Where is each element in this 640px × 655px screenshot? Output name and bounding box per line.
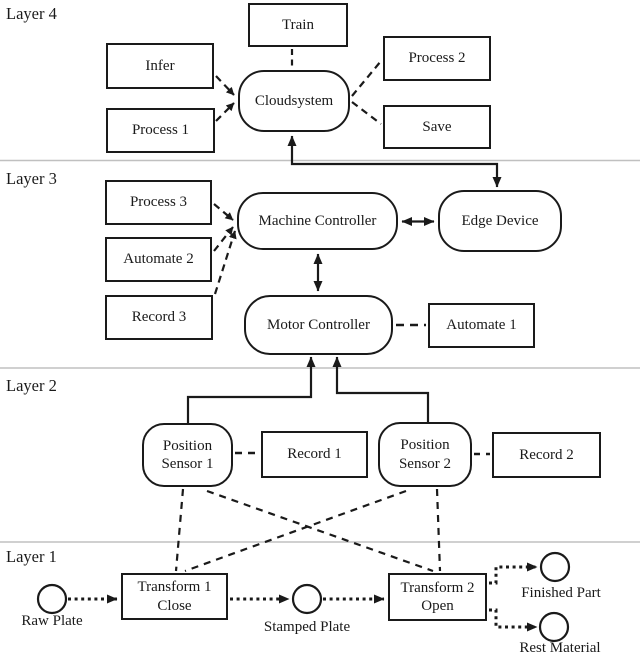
layer3-label: Layer 3 xyxy=(6,169,57,188)
edge-positionsensor1-transform1 xyxy=(174,488,185,572)
transform2-line1: Transform 2 xyxy=(400,579,475,596)
edge-record3-machinecontroller xyxy=(213,230,237,295)
transform1-line1: Transform 1 xyxy=(137,579,212,596)
node-edge-device: Edge Device xyxy=(438,190,562,252)
node-process3: Process 3 xyxy=(105,180,212,225)
node-process2: Process 2 xyxy=(383,36,491,81)
edge-cloudsystem-edgedevice xyxy=(287,135,502,188)
finished-part-circle xyxy=(539,551,571,583)
edge-positionsensor2-transform1 xyxy=(184,489,407,573)
edge-positionsensor1-motorcontroller xyxy=(186,356,316,423)
node-position-sensor1: Position Sensor 1 xyxy=(142,423,233,487)
node-machine-controller: Machine Controller xyxy=(237,192,398,250)
node-record1: Record 1 xyxy=(261,431,368,478)
node-transform2: Transform 2 Open xyxy=(388,573,487,621)
node-automate2: Automate 2 xyxy=(105,237,212,282)
node-infer: Infer xyxy=(106,43,214,89)
edge-process3-machinecontroller xyxy=(213,203,234,221)
layer4-label: Layer 4 xyxy=(6,4,57,23)
edge-transform2-restmaterial xyxy=(489,608,538,632)
position-sensor1-line2: Sensor 1 xyxy=(161,456,214,472)
edge-cloudsystem-process2 xyxy=(351,60,382,97)
node-transform1: Transform 1 Close xyxy=(121,573,228,620)
node-train: Train xyxy=(248,3,348,47)
edge-positionsensor2-transform2 xyxy=(435,488,442,572)
stamped-plate-label: Stamped Plate xyxy=(263,619,351,635)
rest-material-label: Rest Material xyxy=(519,640,601,655)
finished-part-label: Finished Part xyxy=(521,585,601,601)
node-record2: Record 2 xyxy=(492,432,601,478)
edge-transform2-finishedpart xyxy=(489,562,538,585)
raw-plate-circle xyxy=(36,583,68,615)
node-motor-controller: Motor Controller xyxy=(244,295,393,355)
position-sensor1-line1: Position xyxy=(162,437,213,454)
stamped-plate-circle xyxy=(291,583,323,615)
transform2-line2: Open xyxy=(421,598,454,614)
raw-plate-label: Raw Plate xyxy=(21,613,83,629)
edge-process1-cloudsystem xyxy=(215,102,235,122)
rest-material-circle xyxy=(538,611,570,643)
node-cloudsystem: Cloudsystem xyxy=(238,70,350,132)
node-position-sensor2: Position Sensor 2 xyxy=(378,422,472,487)
node-process1: Process 1 xyxy=(106,108,215,153)
layer2-label: Layer 2 xyxy=(6,376,57,395)
edge-positionsensor2-motorcontroller xyxy=(332,356,430,422)
layer1-label: Layer 1 xyxy=(6,547,57,566)
edge-cloudsystem-save xyxy=(351,101,382,125)
position-sensor2-line2: Sensor 2 xyxy=(398,455,452,472)
edge-infer-cloudsystem xyxy=(215,75,235,96)
transform1-line2: Close xyxy=(157,597,192,614)
edge-positionsensor1-transform2 xyxy=(206,489,434,573)
position-sensor2-line1: Position xyxy=(400,437,450,454)
node-record3: Record 3 xyxy=(105,295,213,340)
node-automate1: Automate 1 xyxy=(428,303,535,348)
node-save: Save xyxy=(383,105,491,149)
